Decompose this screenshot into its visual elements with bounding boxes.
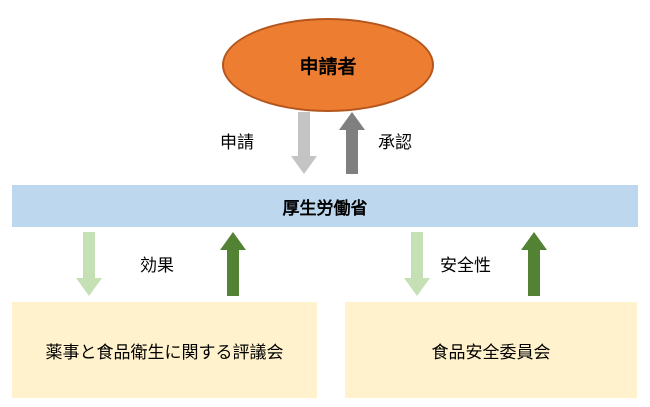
efficacy-label: 効果	[140, 256, 174, 276]
food-safety-commission-label: 食品安全委員会	[431, 342, 551, 363]
safety-label: 安全性	[440, 256, 491, 276]
safety-up-arrow	[521, 232, 547, 296]
efficacy-up-arrow	[220, 232, 246, 296]
approve-arrow	[339, 112, 365, 174]
council-label: 薬事と食品衛生に関する評議会	[45, 342, 284, 363]
apply-label: 申請	[220, 133, 254, 153]
council-node: 薬事と食品衛生に関する評議会	[12, 302, 317, 398]
applicant-node: 申請者	[222, 18, 434, 112]
ministry-node: 厚生労働省	[12, 185, 638, 227]
safety-down-arrow	[404, 232, 430, 296]
ministry-label: 厚生労働省	[282, 198, 368, 219]
applicant-label: 申請者	[299, 55, 357, 78]
apply-arrow	[291, 112, 317, 174]
efficacy-down-arrow	[76, 232, 102, 296]
approve-label: 承認	[378, 133, 412, 153]
food-safety-commission-node: 食品安全委員会	[345, 302, 637, 398]
